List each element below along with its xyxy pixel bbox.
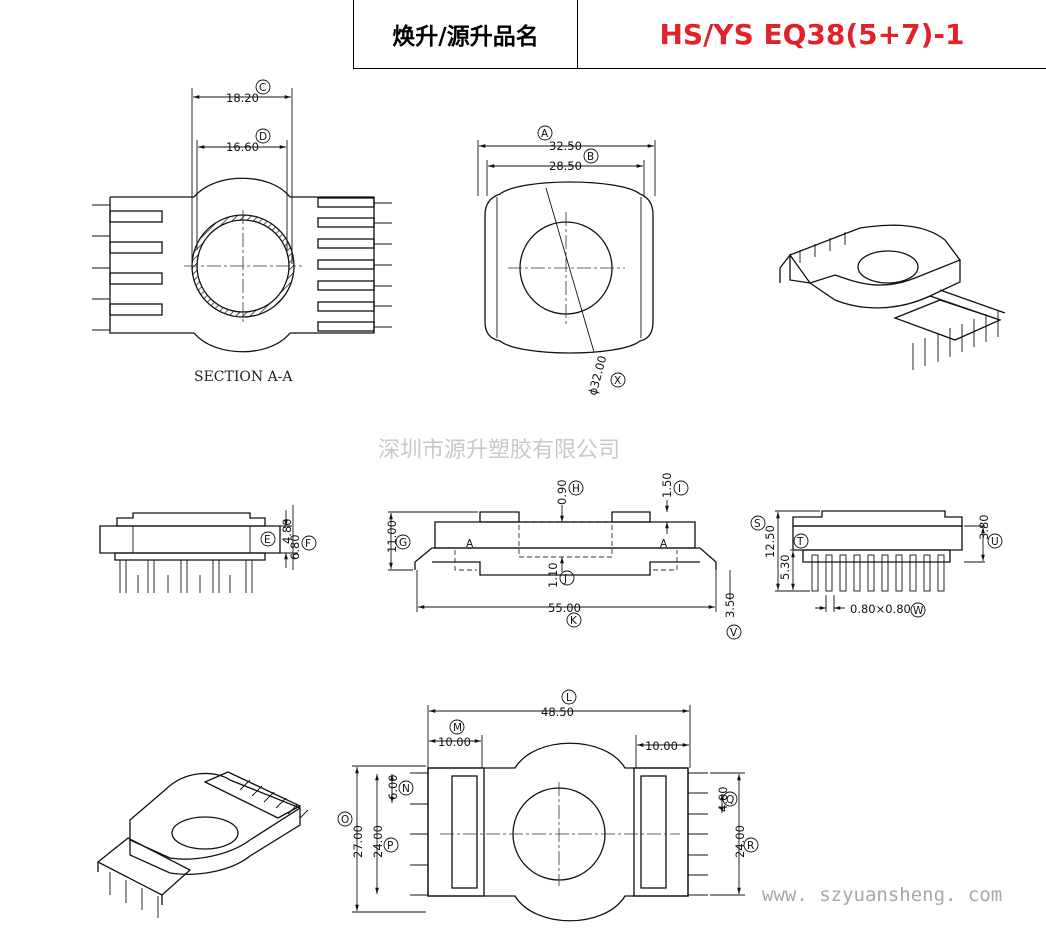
top-view: [477, 140, 656, 354]
callout-Q: Q: [722, 791, 738, 807]
iso-view-top: [779, 224, 1006, 370]
callout-R: R: [743, 837, 759, 853]
dim-S: 12.50: [763, 525, 777, 558]
dim-J: 1.10: [546, 562, 560, 588]
svg-text:P: P: [387, 840, 393, 852]
callout-K: K: [566, 612, 582, 628]
side-view-right: [775, 510, 985, 612]
section-mark-a-left: A: [466, 538, 474, 550]
dim-W: 0.80×0.80: [850, 602, 911, 616]
svg-text:H: H: [572, 483, 580, 495]
dim-P: 24.00: [371, 825, 385, 858]
svg-text:V: V: [730, 627, 738, 639]
front-view: [388, 500, 731, 612]
section-label: SECTION A-A: [194, 369, 293, 385]
dim-O: 27.00: [351, 825, 365, 858]
dim-M2: 10.00: [645, 739, 678, 753]
dim-N: 6.00: [386, 774, 400, 800]
dim-E: 4.80: [280, 518, 294, 544]
callout-O: O: [337, 811, 353, 827]
callout-M: M: [449, 719, 465, 735]
dim-D: 16.60: [226, 140, 259, 154]
svg-text:J: J: [563, 573, 567, 585]
svg-text:X: X: [614, 375, 621, 387]
svg-text:B: B: [587, 151, 594, 163]
iso-view-bottom: [96, 771, 309, 918]
svg-text:T: T: [796, 536, 804, 548]
callout-V: V: [726, 624, 742, 640]
section-view: [92, 88, 392, 353]
company-watermark: 深圳市源升塑胶有限公司: [378, 438, 620, 463]
callout-L: L: [561, 689, 577, 705]
svg-text:F: F: [305, 538, 311, 550]
product-name-label: 焕升/源升品名: [354, 0, 578, 68]
callout-N: N: [398, 780, 414, 796]
callout-W: W: [910, 602, 926, 618]
dim-R: 24.00: [733, 825, 747, 858]
dim-I: 1.50: [660, 472, 674, 498]
callout-C: C: [255, 79, 271, 95]
bottom-view: [352, 705, 745, 922]
title-block: 焕升/源升品名 HS/YS EQ38(5+7)-1: [353, 0, 1046, 69]
product-name-value: HS/YS EQ38(5+7)-1: [659, 17, 965, 51]
callout-U: U: [987, 533, 1003, 549]
svg-text:A: A: [541, 128, 549, 140]
dim-C: 18.20: [226, 91, 259, 105]
svg-text:N: N: [402, 783, 410, 795]
dim-M: 10.00: [438, 735, 471, 749]
svg-text:Q: Q: [726, 794, 734, 806]
svg-text:R: R: [747, 840, 754, 852]
svg-text:S: S: [754, 518, 761, 530]
dim-V: 3.50: [723, 592, 737, 618]
svg-text:K: K: [570, 615, 578, 627]
callout-E: E: [260, 531, 276, 547]
callout-G: G: [395, 534, 411, 550]
website-url: www. szyuansheng. com: [762, 884, 1002, 906]
callout-A: A: [537, 125, 553, 141]
callout-B: B: [583, 148, 599, 164]
dim-F: 6.80: [288, 534, 302, 560]
svg-text:M: M: [453, 722, 462, 734]
callout-H: H: [568, 480, 584, 496]
callout-F: F: [301, 535, 317, 551]
dim-B: 28.50: [549, 159, 582, 173]
callout-J: J: [559, 570, 575, 586]
svg-text:E: E: [264, 534, 271, 546]
callout-T: T: [793, 533, 809, 549]
svg-text:D: D: [259, 131, 267, 143]
dim-G: 11.00: [385, 520, 399, 553]
callout-S: S: [750, 515, 766, 531]
callout-X: X: [610, 372, 626, 388]
callout-P: P: [383, 837, 399, 853]
dim-X: ϕ32.00: [585, 354, 609, 397]
svg-text:U: U: [991, 536, 999, 548]
callout-D: D: [255, 128, 271, 144]
svg-text:L: L: [566, 692, 572, 704]
svg-text:C: C: [259, 82, 266, 94]
svg-text:G: G: [399, 537, 407, 549]
dim-H: 0.90: [555, 479, 569, 505]
dim-L: 48.50: [541, 705, 574, 719]
section-mark-a-right: A: [660, 538, 668, 550]
svg-text:O: O: [341, 814, 349, 826]
callout-I: I: [673, 480, 689, 496]
svg-text:I: I: [678, 483, 681, 495]
side-view-left: [99, 505, 298, 593]
dim-U: 3.80: [977, 514, 991, 540]
svg-text:W: W: [913, 605, 924, 617]
dim-T: 5.30: [778, 554, 792, 580]
dim-K: 55.00: [548, 601, 581, 615]
dim-A: 32.50: [549, 139, 582, 153]
